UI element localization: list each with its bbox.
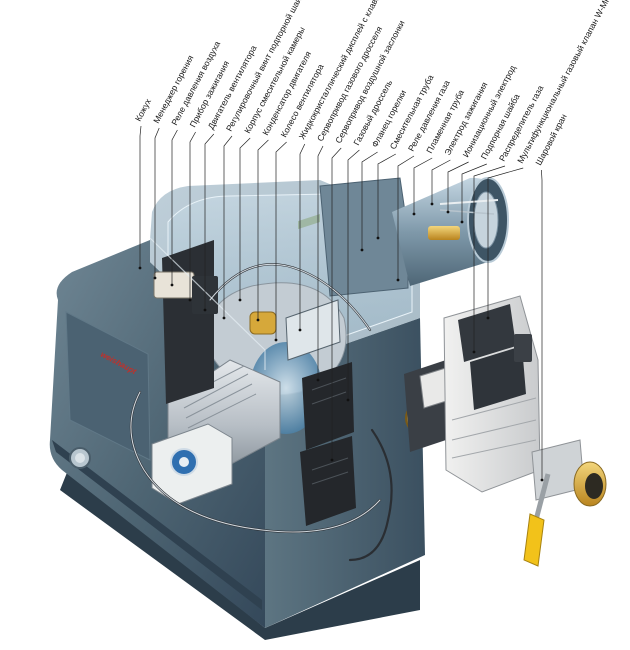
callout-leader bbox=[239, 137, 251, 300]
motor-capacitor bbox=[249, 311, 277, 335]
callout-dot bbox=[360, 248, 364, 252]
housing-lower-trim bbox=[52, 440, 262, 610]
callout-dot bbox=[316, 378, 320, 382]
callout-dot bbox=[396, 278, 400, 282]
callout-dot bbox=[430, 202, 434, 206]
callout-leader bbox=[461, 163, 487, 222]
callout-leader bbox=[204, 133, 215, 310]
ball-valve-handle bbox=[523, 513, 545, 567]
callout-dot bbox=[138, 266, 142, 270]
callout-leader bbox=[223, 135, 233, 318]
callout-dot bbox=[153, 276, 157, 280]
callout-leader bbox=[139, 125, 142, 268]
housing-front-panel bbox=[65, 311, 151, 461]
callout-dot bbox=[222, 316, 226, 320]
callout-leader bbox=[487, 167, 524, 318]
callout-dot bbox=[274, 338, 278, 342]
callout-dot bbox=[472, 350, 476, 354]
callout-leader bbox=[541, 169, 543, 480]
gas-damper-servo bbox=[302, 362, 354, 450]
callout-leader bbox=[397, 155, 415, 280]
callout-dot bbox=[412, 212, 416, 216]
ionisation-electrode bbox=[439, 209, 495, 215]
pressure-switch-air bbox=[153, 271, 195, 299]
callout-label: Мультифункциональный газовый клапан W-MF bbox=[515, 0, 612, 165]
air-damper-servo bbox=[300, 436, 356, 526]
combustion-manager bbox=[162, 240, 214, 404]
callout-dot bbox=[346, 398, 350, 402]
callout-dot bbox=[256, 318, 260, 322]
valve-coil-lower bbox=[470, 346, 526, 410]
ball-valve-stem bbox=[533, 473, 551, 521]
callout-leader bbox=[171, 129, 178, 285]
callout-dot bbox=[188, 298, 192, 302]
callout-dot bbox=[376, 236, 380, 240]
callout-dot bbox=[238, 298, 242, 302]
cover-highlight bbox=[149, 237, 266, 370]
callout-dot bbox=[446, 210, 450, 214]
callout-dot bbox=[170, 283, 174, 287]
lcd-display-keypad bbox=[285, 299, 341, 361]
callout-leader bbox=[154, 127, 160, 278]
callout-leader bbox=[413, 157, 433, 214]
callout-dot bbox=[460, 220, 464, 224]
callout-dot bbox=[330, 458, 334, 462]
mixing-tube-brass bbox=[428, 226, 460, 240]
callout-leader bbox=[317, 145, 324, 380]
gas-train bbox=[404, 295, 607, 567]
callout-leader bbox=[331, 147, 342, 460]
callout-leader bbox=[361, 151, 378, 250]
callout-dot bbox=[298, 328, 302, 332]
callout-leader bbox=[257, 139, 269, 320]
valve-connector bbox=[514, 334, 532, 362]
callout-leader bbox=[447, 161, 469, 212]
valve-coil-top bbox=[458, 304, 516, 362]
callout-dot bbox=[540, 478, 544, 482]
callout-dot bbox=[486, 316, 490, 320]
callout-leader bbox=[431, 159, 451, 204]
callout-leader bbox=[347, 149, 360, 400]
callout-leader bbox=[299, 143, 306, 330]
callout-leader bbox=[377, 153, 396, 238]
callout-leader bbox=[275, 141, 287, 340]
callout-leader bbox=[473, 165, 506, 352]
callout-label: Кожух bbox=[133, 96, 153, 123]
burner-flange bbox=[319, 177, 409, 297]
callout-dot bbox=[203, 308, 207, 312]
callout-leader bbox=[189, 131, 196, 300]
